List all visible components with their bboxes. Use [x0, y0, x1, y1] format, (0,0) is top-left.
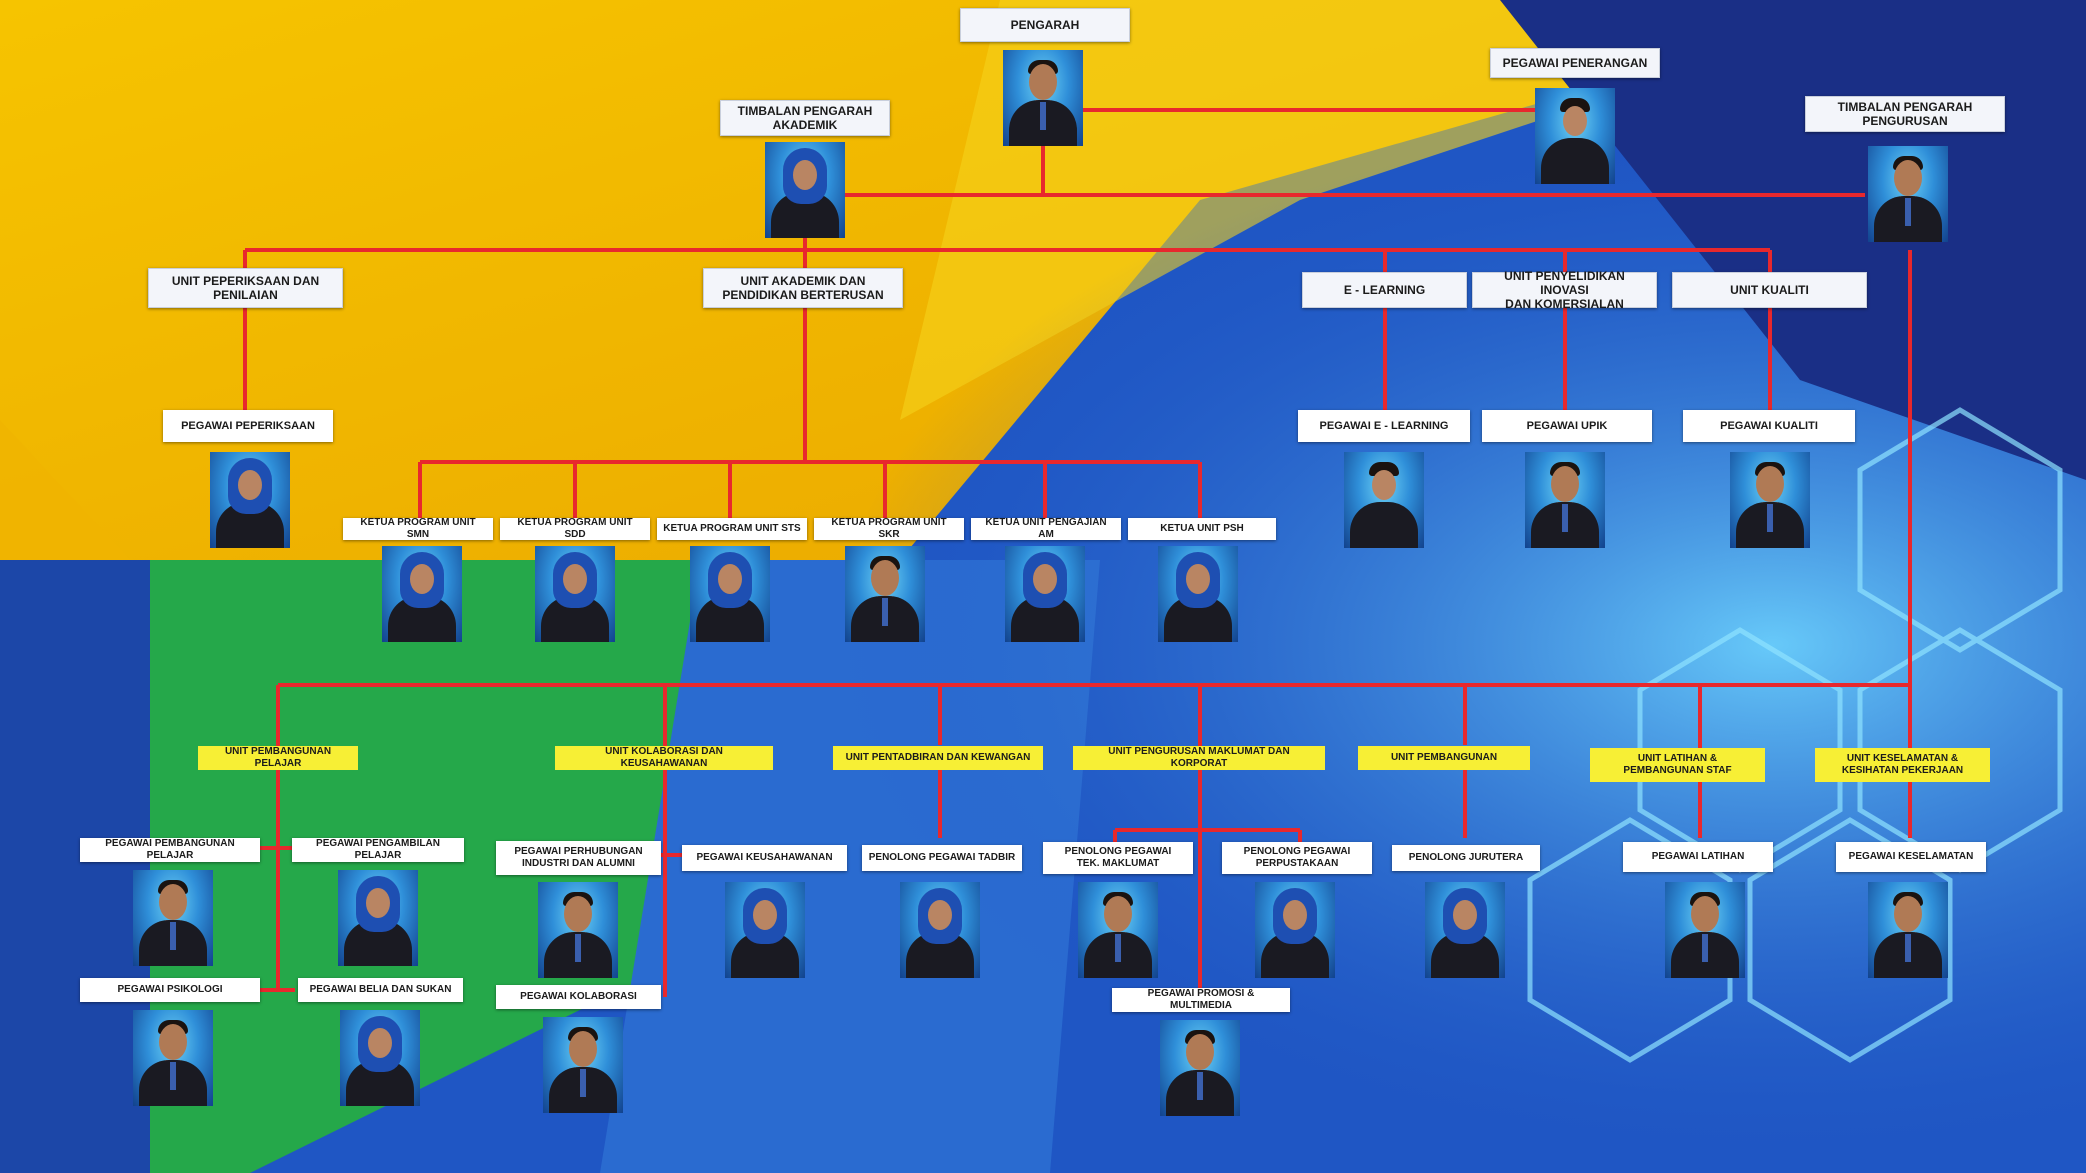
unit-kolaborasi-label: UNIT KOLABORASI DAN KEUSAHAWANAN — [555, 746, 773, 770]
pegawai-belia-photo — [340, 1010, 420, 1106]
pegawai-keselamatan-photo — [1868, 882, 1948, 978]
pegawai-upik-photo — [1525, 452, 1605, 548]
ketua-skr-photo — [845, 546, 925, 642]
timbalan-akademik-label: TIMBALAN PENGARAH AKADEMIK — [720, 100, 890, 136]
unit-kualiti-label: UNIT KUALITI — [1672, 272, 1867, 308]
pegawai-keselamatan-label: PEGAWAI KESELAMATAN — [1836, 842, 1986, 872]
ketua-pengajian-am-photo — [1005, 546, 1085, 642]
pegawai-kolaborasi-label: PEGAWAI KOLABORASI — [496, 985, 661, 1009]
ketua-sdd-label: KETUA PROGRAM UNIT SDD — [500, 517, 650, 540]
penolong-tek-photo — [1078, 882, 1158, 978]
pegawai-penerangan-label: PEGAWAI PENERANGAN — [1490, 48, 1660, 78]
pegawai-psikologi-label: PEGAWAI PSIKOLOGI — [80, 978, 260, 1002]
ketua-smn-label: KETUA PROGRAM UNIT SMN — [343, 517, 493, 540]
penolong-tadbir-label: PENOLONG PEGAWAI TADBIR — [862, 845, 1022, 871]
pegawai-upik-label: PEGAWAI UPIK — [1482, 410, 1652, 442]
unit-keselamatan-label: UNIT KESELAMATAN & KESIHATAN PEKERJAAN — [1815, 748, 1990, 782]
e-learning-label: E - LEARNING — [1302, 272, 1467, 308]
timbalan-pengurusan-photo — [1868, 146, 1948, 242]
ketua-sts-photo — [690, 546, 770, 642]
timbalan-pengurusan-label: TIMBALAN PENGARAH PENGURUSAN — [1805, 96, 2005, 132]
unit-penyelidikan-label: UNIT PENYELIDIKAN INOVASI DAN KOMERSIALA… — [1472, 269, 1657, 311]
ketua-sts-label: KETUA PROGRAM UNIT STS — [657, 518, 807, 540]
pengarah-photo — [1003, 50, 1083, 146]
ketua-smn-photo — [382, 546, 462, 642]
unit-peperiksaan-label: UNIT PEPERIKSAAN DAN PENILAIAN — [148, 268, 343, 308]
unit-pembangunan-label: UNIT PEMBANGUNAN — [1358, 746, 1530, 770]
pengarah-label: PENGARAH — [960, 8, 1130, 42]
ketua-pengajian-am-label: KETUA UNIT PENGAJIAN AM — [971, 517, 1121, 540]
pegawai-latihan-label: PEGAWAI LATIHAN — [1623, 842, 1773, 872]
unit-latihan-label: UNIT LATIHAN & PEMBANGUNAN STAF — [1590, 748, 1765, 782]
pegawai-psikologi-photo — [133, 1010, 213, 1106]
pegawai-pembangunan-pelajar-photo — [133, 870, 213, 966]
pegawai-perhubungan-photo — [538, 882, 618, 978]
pegawai-keusahawanan-photo — [725, 882, 805, 978]
pegawai-pengambilan-label: PEGAWAI PENGAMBILAN PELAJAR — [292, 838, 464, 862]
penolong-tek-label: PENOLONG PEGAWAI TEK. MAKLUMAT — [1043, 842, 1193, 874]
unit-akademik-label: UNIT AKADEMIK DAN PENDIDIKAN BERTERUSAN — [703, 268, 903, 308]
pegawai-belia-label: PEGAWAI BELIA DAN SUKAN — [298, 978, 463, 1002]
pegawai-pembangunan-pelajar-label: PEGAWAI PEMBANGUNAN PELAJAR — [80, 838, 260, 862]
pegawai-latihan-photo — [1665, 882, 1745, 978]
pegawai-perhubungan-label: PEGAWAI PERHUBUNGAN INDUSTRI DAN ALUMNI — [496, 841, 661, 875]
penolong-tadbir-photo — [900, 882, 980, 978]
timbalan-akademik-photo — [765, 142, 845, 238]
pegawai-keusahawanan-label: PEGAWAI KEUSAHAWANAN — [682, 845, 847, 871]
unit-pengurusan-maklumat-label: UNIT PENGURUSAN MAKLUMAT DAN KORPORAT — [1073, 746, 1325, 770]
ketua-skr-label: KETUA PROGRAM UNIT SKR — [814, 517, 964, 540]
pegawai-kolaborasi-photo — [543, 1017, 623, 1113]
ketua-sdd-photo — [535, 546, 615, 642]
pegawai-peperiksaan-photo — [210, 452, 290, 548]
unit-pentadbiran-label: UNIT PENTADBIRAN DAN KEWANGAN — [833, 746, 1043, 770]
pegawai-promosi-label: PEGAWAI PROMOSI & MULTIMEDIA — [1112, 988, 1290, 1012]
penolong-jurutera-label: PENOLONG JURUTERA — [1392, 845, 1540, 871]
pegawai-kualiti-photo — [1730, 452, 1810, 548]
unit-pembangunan-pelajar-label: UNIT PEMBANGUNAN PELAJAR — [198, 746, 358, 770]
ketua-psh-photo — [1158, 546, 1238, 642]
pegawai-pengambilan-photo — [338, 870, 418, 966]
pegawai-elearning-photo — [1344, 452, 1424, 548]
pegawai-elearning-label: PEGAWAI E - LEARNING — [1298, 410, 1470, 442]
penolong-perpustakaan-label: PENOLONG PEGAWAI PERPUSTAKAAN — [1222, 842, 1372, 874]
pegawai-penerangan-photo — [1535, 88, 1615, 184]
pegawai-promosi-photo — [1160, 1020, 1240, 1116]
pegawai-peperiksaan-label: PEGAWAI PEPERIKSAAN — [163, 410, 333, 442]
ketua-psh-label: KETUA UNIT PSH — [1128, 518, 1276, 540]
penolong-jurutera-photo — [1425, 882, 1505, 978]
penolong-perpustakaan-photo — [1255, 882, 1335, 978]
pegawai-kualiti-label: PEGAWAI KUALITI — [1683, 410, 1855, 442]
